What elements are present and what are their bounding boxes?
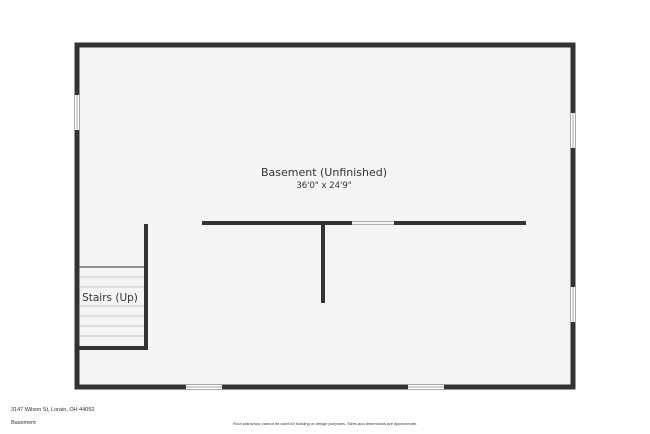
floor-name: Basement [11,420,36,426]
window-left-wall [74,95,80,130]
basement-floor [77,45,573,387]
property-address: 3147 Wilson St, Lorain, OH 44052 [11,407,95,413]
room-name: Basement (Unfinished) [261,166,387,179]
window-right-wall-lower [570,287,576,322]
stairs: Stairs (Up) [77,224,148,350]
disclaimer: Floor plans/tour cannot be used for buil… [232,421,418,426]
room-dimensions: 36'0" x 24'9" [296,181,351,191]
windows [74,95,576,390]
window-right-wall-upper [570,113,576,148]
window-bottom-wall-left [186,384,222,390]
interior-opening [352,221,394,225]
window-bottom-wall-right [408,384,444,390]
exterior-walls [74,42,576,390]
interior-walls [202,221,526,303]
stairs-label: Stairs (Up) [82,292,138,304]
